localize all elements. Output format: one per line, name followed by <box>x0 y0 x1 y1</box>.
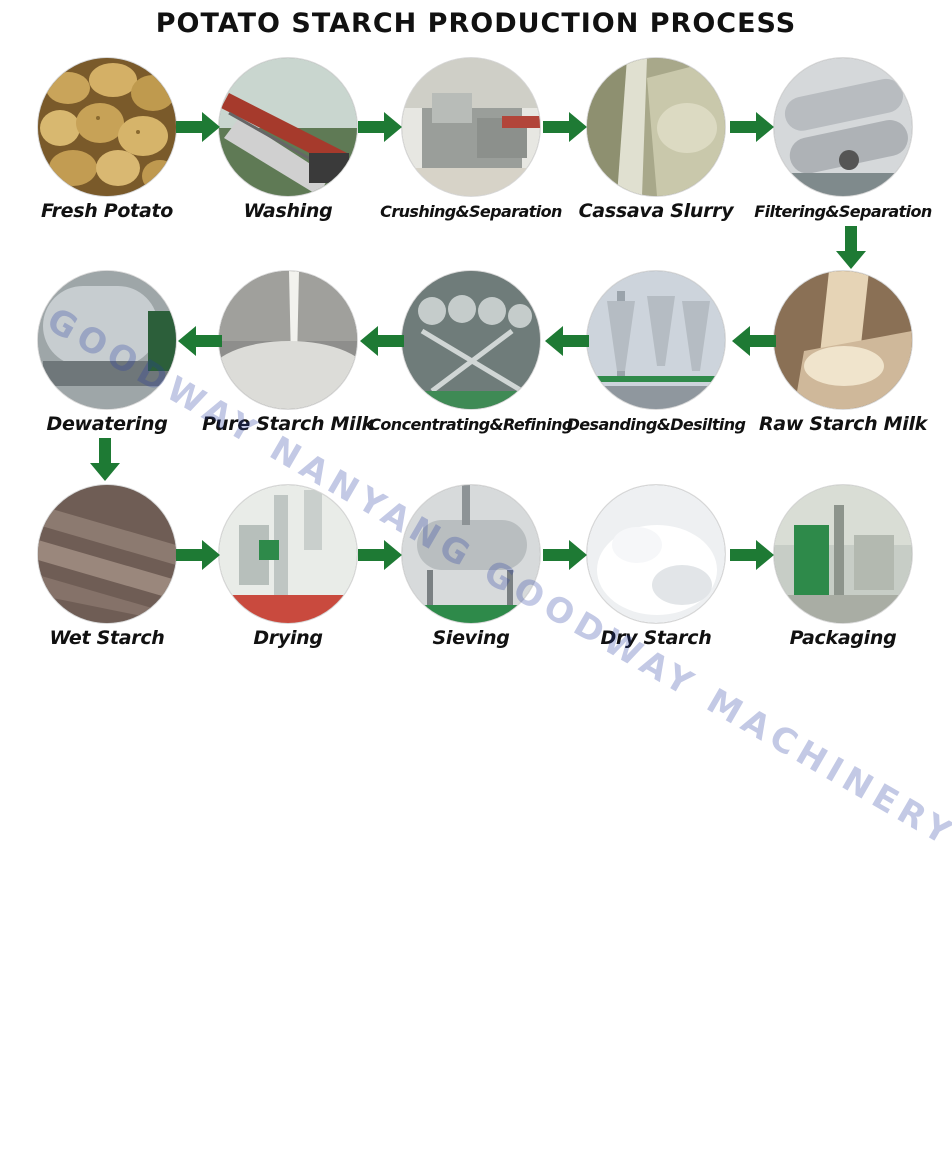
sieve-image <box>402 485 540 623</box>
step-raw-starch-milk: Raw Starch Milk <box>757 271 929 461</box>
step-concentrating-refining: Concentrating&Refining <box>369 271 573 461</box>
pure-starch-milk-image <box>219 271 357 409</box>
step-label: Packaging <box>789 627 897 649</box>
step-label: Filtering&Separation <box>754 202 932 221</box>
step-cassava-slurry: Cassava Slurry <box>570 58 742 248</box>
page-title: POTATO STARCH PRODUCTION PROCESS <box>155 8 797 39</box>
step-label: Raw Starch Milk <box>758 413 928 435</box>
packaging-machine-image <box>774 485 912 623</box>
step-fresh-potato: Fresh Potato <box>21 58 193 248</box>
washing-machine-image <box>219 58 357 196</box>
arrow-right-icon <box>358 112 402 142</box>
step-pure-starch-milk: Pure Starch Milk <box>202 271 374 461</box>
arrow-right-icon <box>543 540 587 570</box>
step-dewatering: Dewatering <box>21 271 193 461</box>
starch-powder-image <box>587 485 725 623</box>
wet-starch-image <box>38 485 176 623</box>
step-washing: Washing <box>202 58 374 248</box>
arrow-left-icon <box>732 326 776 356</box>
arrow-down-icon <box>836 226 866 269</box>
step-desanding-desilting: Desanding&Desilting <box>567 271 746 461</box>
step-label: Crushing&Separation <box>380 202 562 221</box>
slurry-image <box>587 58 725 196</box>
hydrocyclones-image <box>587 271 725 409</box>
vacuum-filter-image <box>38 271 176 409</box>
arrow-right-icon <box>358 540 402 570</box>
step-label: Fresh Potato <box>40 200 174 222</box>
step-label: Sieving <box>432 627 510 649</box>
arrow-right-icon <box>730 112 774 142</box>
arrow-right-icon <box>176 540 220 570</box>
step-label: Cassava Slurry <box>578 200 734 222</box>
step-label: Dry Starch <box>600 627 712 649</box>
step-label: Drying <box>253 627 323 649</box>
step-filtering-separation: Filtering&Separation <box>754 58 932 248</box>
step-label: Pure Starch Milk <box>202 413 374 435</box>
step-label: Wet Starch <box>49 627 165 649</box>
flash-dryer-image <box>219 485 357 623</box>
step-sieving: Sieving <box>385 485 557 675</box>
arrow-left-icon <box>360 326 404 356</box>
step-label: Dewatering <box>46 413 168 435</box>
arrow-left-icon <box>545 326 589 356</box>
arrow-right-icon <box>176 112 220 142</box>
cyclone-station-image <box>402 271 540 409</box>
starch-milk-pour-image <box>774 271 912 409</box>
arrow-left-icon <box>178 326 222 356</box>
filter-drums-image <box>774 58 912 196</box>
step-label: Desanding&Desilting <box>566 415 746 434</box>
potatoes-image <box>38 58 176 196</box>
arrow-down-icon <box>90 438 120 481</box>
step-crushing-separation: Crushing&Separation <box>380 58 562 248</box>
step-label: Washing <box>243 200 333 222</box>
step-wet-starch: Wet Starch <box>21 485 193 675</box>
crusher-image <box>402 58 540 196</box>
step-dry-starch: Dry Starch <box>570 485 742 675</box>
step-label: Concentrating&Refining <box>369 415 573 434</box>
step-drying: Drying <box>202 485 374 675</box>
arrow-right-icon <box>543 112 587 142</box>
step-packaging: Packaging <box>757 485 929 675</box>
arrow-right-icon <box>730 540 774 570</box>
